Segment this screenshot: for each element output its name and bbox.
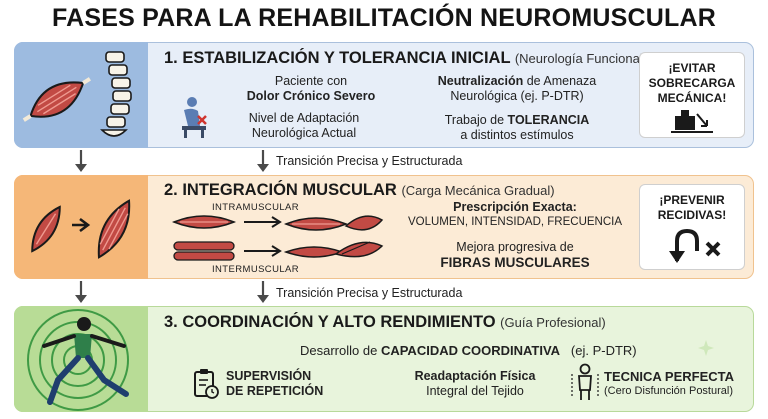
phase-1-title: 1. ESTABILIZACIÓN Y TOLERANCIA INICIAL (…: [164, 49, 648, 67]
muscle-spine-icon: [22, 51, 132, 137]
warning-relapse: ¡PREVENIR RECIDIVAS!: [639, 184, 745, 270]
patient-text: Paciente con Dolor Crónico Severo: [246, 74, 376, 103]
sparkle-icon: [698, 340, 714, 356]
sitting-patient-icon: [182, 97, 207, 138]
neutralization-text: Neutralización de Amenaza Neurológica (e…: [437, 74, 597, 103]
transition-label-2: Transición Precisa y Estructurada: [276, 286, 463, 300]
spine-icon: [100, 51, 132, 137]
athlete-lunge-icon: [27, 309, 129, 411]
overload-icon: [671, 110, 713, 133]
prescription-text: Prescripción Exacta: VOLUMEN, INTENSIDAD…: [407, 200, 623, 228]
transition-label-1: Transición Precisa y Estructurada: [276, 154, 463, 168]
u-turn-no-icon: [669, 228, 721, 263]
warning-overload: ¡EVITAR SOBRECARGA MECÁNICA!: [639, 52, 745, 138]
intermuscular-diagram: [173, 241, 384, 261]
adaptation-level-text: Nivel de Adaptación Neurológica Actual: [248, 111, 360, 140]
coordination-development-text: Desarrollo de CAPACIDAD COORDINATIVA (ej…: [300, 343, 637, 358]
phase-1-icon-panel: [14, 42, 148, 148]
arrow-down-icon: [257, 281, 269, 303]
clipboard-clock-icon: [194, 369, 219, 399]
posture-person-icon: [571, 363, 599, 400]
tolerance-text: Trabajo de TOLERANCIA a distintos estímu…: [444, 113, 590, 142]
page-title: FASES PARA LA REHABILITACIÓN NEUROMUSCUL…: [52, 4, 716, 32]
muscle-progression-icon: [31, 199, 131, 259]
muscle-icon: [22, 77, 91, 122]
arrow-down-icon: [75, 281, 87, 303]
perfect-technique-text: TECNICA PERFECTA (Cero Disfunción Postur…: [604, 369, 734, 397]
arrow-down-icon: [75, 150, 87, 172]
phase-2-subtitle: (Carga Mecánica Gradual): [401, 183, 555, 198]
phase-3-subtitle: (Guía Profesional): [500, 315, 606, 330]
phase-2-title: 2. INTEGRACIÓN MUSCULAR (Carga Mecánica …: [164, 181, 555, 199]
intermuscular-label: INTERMUSCULAR: [212, 264, 300, 275]
arrow-down-icon: [257, 150, 269, 172]
phase-3-title: 3. COORDINACIÓN Y ALTO RENDIMIENTO (Guía…: [164, 313, 606, 331]
phase-2-icon-panel: [14, 175, 148, 279]
phase-3-icon-panel: [14, 306, 148, 412]
intramuscular-diagram: [171, 215, 384, 231]
supervision-text: SUPERVISIÓN DE REPETICIÓN: [226, 369, 324, 398]
intramuscular-label: INTRAMUSCULAR: [212, 202, 300, 213]
phase-1-subtitle: (Neurología Funcional): [514, 51, 648, 66]
fiber-improvement-text: Mejora progresiva de FIBRAS MUSCULARES: [440, 240, 590, 270]
readaptation-text: Readaptación Física Integral del Tejido: [414, 369, 536, 398]
